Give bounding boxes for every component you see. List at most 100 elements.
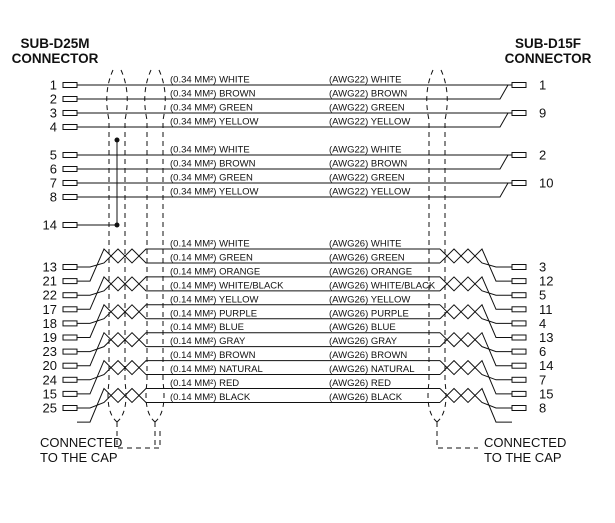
wire-label-right: (AWG26) GREEN [329, 252, 405, 263]
right-pin-number: 10 [539, 176, 553, 191]
wire-label-left: (0.14 MM²) NATURAL [170, 364, 263, 375]
right-pin-number: 9 [539, 106, 546, 121]
left-inner-shield [144, 69, 156, 423]
twisted-segment [439, 387, 512, 423]
left-outer-shield [116, 69, 128, 423]
right-pin-number: 6 [539, 344, 546, 359]
right-pin-socket [511, 306, 527, 313]
wire-label-left: (0.14 MM²) GREEN [170, 252, 253, 263]
cap-lead-right [436, 422, 478, 449]
right-pin-socket [511, 110, 527, 116]
right-pin-number: 7 [539, 372, 546, 387]
wire-label-right: (AWG26) BLACK [329, 392, 403, 403]
right-pin-number: 8 [539, 401, 546, 416]
left-pin-number: 3 [50, 106, 57, 121]
wire-label-right: (AWG26) RED [329, 378, 391, 389]
left-pin-number: 20 [43, 358, 57, 373]
cap-note-left-line1: CONNECTED [40, 435, 122, 450]
left-pin-number: 14 [43, 218, 57, 233]
twisted-segment [77, 303, 170, 338]
wire-label-left: (0.14 MM²) BLUE [170, 322, 244, 333]
wire-label-left: (0.14 MM²) BROWN [170, 350, 256, 361]
right-pin-socket [511, 362, 527, 369]
right-pin-socket [511, 405, 527, 411]
right-pin-socket [511, 292, 527, 299]
twisted-segment [439, 248, 512, 282]
pins-layer: 1234195678210141321221718192320241525312… [43, 78, 554, 416]
left-pin-socket [62, 278, 78, 285]
right-pin-number: 3 [539, 260, 546, 275]
right-pin-socket [511, 376, 527, 383]
left-pin-socket [62, 362, 78, 369]
wire-label-right: (AWG22) YELLOW [329, 187, 410, 198]
left-pin-number: 24 [43, 372, 57, 387]
twisted-segment [439, 331, 512, 367]
left-pin-socket [62, 306, 78, 313]
left-pin-number: 23 [43, 344, 57, 359]
wire-label-left: (0.14 MM²) GRAY [170, 336, 246, 347]
right-pin-number: 2 [539, 148, 546, 163]
wire-label-right: (AWG22) BROWN [329, 89, 407, 100]
wire-label-left: (0.34 MM²) WHITE [170, 75, 250, 86]
right-pin-socket [511, 320, 527, 327]
right-pin-socket [511, 278, 527, 285]
left-pin-socket [62, 222, 78, 228]
twisted-segment [77, 359, 170, 395]
twisted-segment [77, 359, 170, 381]
wire-label-right: (AWG22) WHITE [329, 75, 401, 86]
wire-label-right: (AWG26) ORANGE [329, 266, 412, 277]
left-pin-number: 1 [50, 78, 57, 93]
left-pin-socket [62, 82, 78, 88]
right-pin-number: 11 [539, 302, 553, 317]
merge-wire [452, 154, 516, 170]
right-connector-title: SUB-D15F [515, 36, 581, 51]
right-shield [426, 69, 438, 423]
left-pin-socket [62, 320, 78, 327]
left-pin-socket [62, 96, 78, 102]
left-pin-number: 6 [50, 162, 57, 177]
cap-note-right-line2: TO THE CAP [484, 450, 562, 465]
right-pin-socket [511, 334, 527, 341]
shields-layer [106, 69, 478, 449]
right-connector-subtitle: CONNECTOR [505, 51, 592, 66]
left-pin-number: 8 [50, 190, 57, 205]
twisted-segment [77, 331, 170, 367]
left-pin-socket [62, 264, 78, 270]
twisted-segment [77, 276, 170, 310]
left-pin-number: 25 [43, 401, 57, 416]
wire-label-left: (0.14 MM²) PURPLE [170, 308, 257, 319]
twisted-segment [77, 304, 170, 324]
merge-wire [452, 112, 516, 128]
right-pin-socket [511, 152, 527, 158]
left-connector-subtitle: CONNECTOR [12, 51, 99, 66]
wire-label-right: (AWG26) WHITE/BLACK [329, 280, 436, 291]
wire-label-right: (AWG26) YELLOW [329, 294, 410, 305]
left-pin-socket [62, 152, 78, 158]
wire-label-right: (AWG26) BROWN [329, 350, 407, 361]
wire-label-left: (0.14 MM²) YELLOW [170, 294, 259, 305]
right-pin-socket [511, 348, 527, 355]
right-pin-number: 1 [539, 78, 546, 93]
cap-lead-left [116, 422, 161, 449]
wire-label-left: (0.14 MM²) WHITE [170, 239, 250, 250]
left-pin-number: 21 [43, 274, 57, 289]
right-pin-socket [511, 180, 527, 186]
wire-label-left: (0.34 MM²) YELLOW [170, 117, 259, 128]
wire-label-left: (0.14 MM²) BLACK [170, 392, 251, 403]
right-pin-socket [511, 390, 527, 397]
wire-label-left: (0.34 MM²) GREEN [170, 103, 253, 114]
left-pin-socket [62, 334, 78, 341]
wire-label-left: (0.14 MM²) RED [170, 378, 239, 389]
twisted-segment [77, 248, 170, 268]
right-pin-number: 13 [539, 330, 553, 345]
left-pin-number: 17 [43, 302, 57, 317]
right-shield [436, 69, 448, 423]
left-pin-socket [62, 124, 78, 130]
wire-label-right: (AWG22) BROWN [329, 159, 407, 170]
labels-layer: (0.34 MM²) WHITE (AWG22) WHITE (0.34 MM²) … [170, 75, 436, 403]
wire-label-left: (0.34 MM²) BROWN [170, 89, 256, 100]
junction-dot [114, 222, 120, 228]
left-pin-socket [62, 180, 78, 186]
left-pin-socket [62, 166, 78, 172]
